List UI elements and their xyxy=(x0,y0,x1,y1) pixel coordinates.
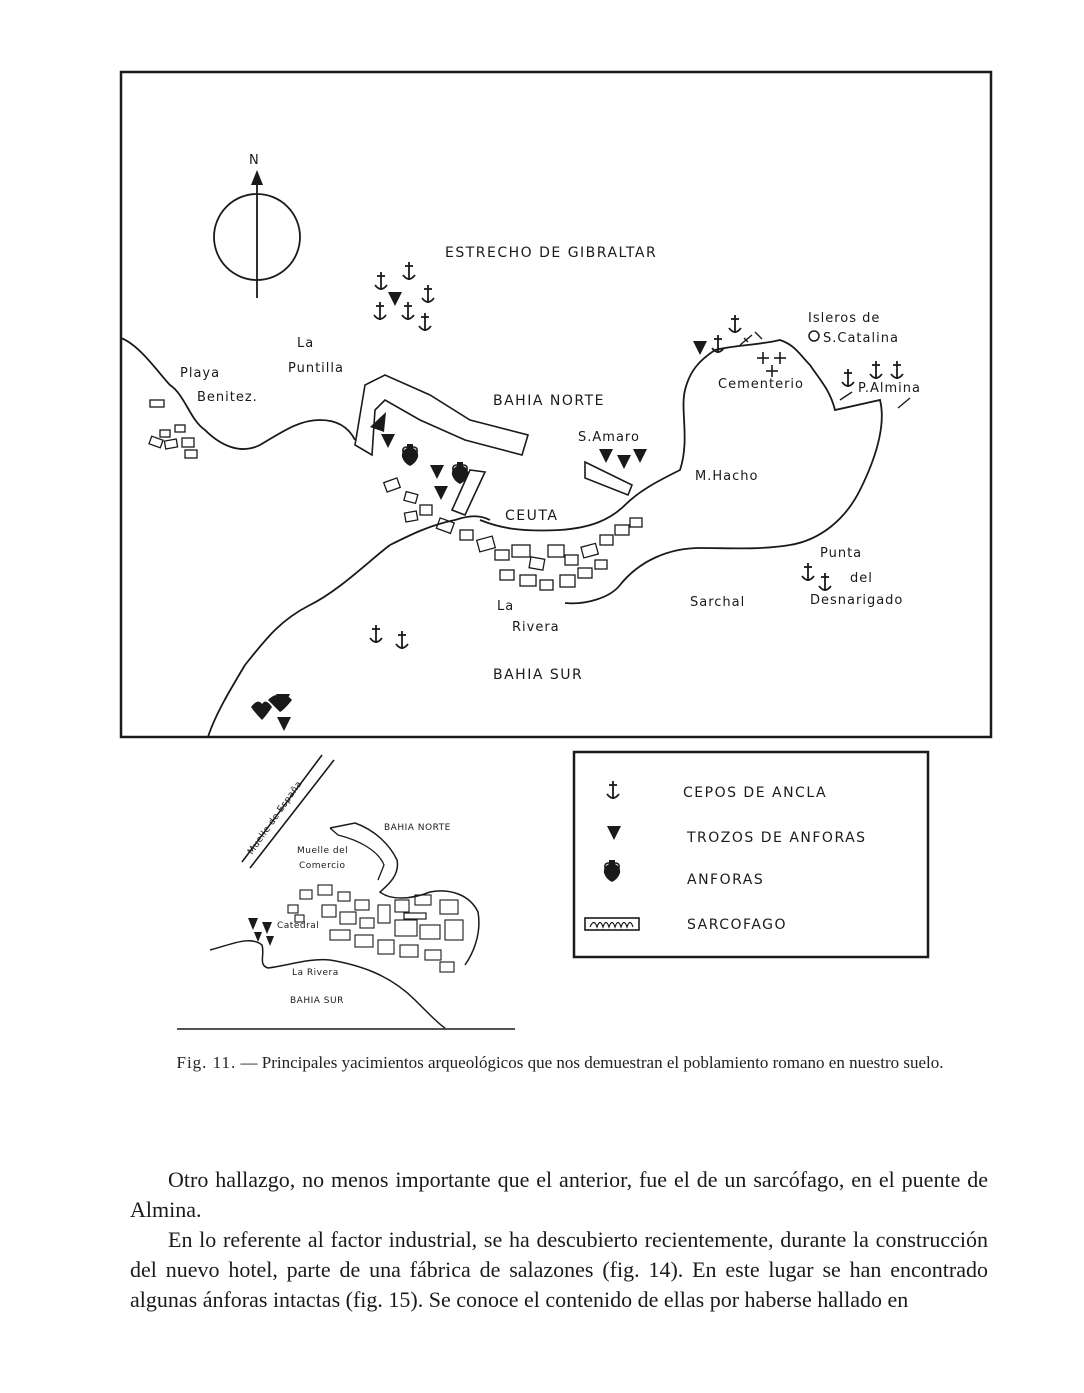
amphora-fragment-icon xyxy=(434,486,448,500)
caption-dash: — xyxy=(240,1053,258,1072)
strait-label: ESTRECHO DE GIBRALTAR xyxy=(445,245,657,261)
city-blocks xyxy=(148,399,643,591)
rivera-la-label: La xyxy=(497,599,514,614)
palmina-label: P.Almina xyxy=(858,381,921,396)
amphora-fragment-icon xyxy=(370,412,386,432)
map-border xyxy=(119,70,993,739)
legend-label-fragments: TROZOS DE ANFORAS xyxy=(686,830,867,846)
amphora-fragment-icon xyxy=(633,449,647,463)
muelle-espana-label: Muelle de España xyxy=(246,779,304,856)
inset-map: Muelle de España BAHIA NORTE Muelle del … xyxy=(177,754,515,1030)
samaro-pier xyxy=(584,460,634,497)
legend-amphora-icon xyxy=(603,859,621,883)
anchor-icon xyxy=(373,301,387,321)
map-figure: N xyxy=(119,70,993,1030)
amphora-fragment-icon xyxy=(381,434,395,448)
anchor-icon xyxy=(890,360,904,380)
puntilla-label: Puntilla xyxy=(288,361,344,376)
islet-icon xyxy=(808,330,820,342)
anchor-icon xyxy=(374,271,388,291)
legend-label-sarcophagus: SARCOFAGO xyxy=(687,917,787,933)
sarchal-label: Sarchal xyxy=(690,595,745,610)
figure-caption: Fig. 11. — Principales yacimientos arque… xyxy=(130,1053,990,1073)
amphora-icon xyxy=(268,695,292,712)
anchor-icon xyxy=(739,331,911,409)
anchor-icon xyxy=(401,301,415,321)
anchor-icon xyxy=(801,562,815,582)
body-text: Otro hallazgo, no menos importante que e… xyxy=(130,1165,988,1315)
anchor-icon xyxy=(369,624,383,644)
catalina-label: S.Catalina xyxy=(823,331,899,346)
anchor-icon xyxy=(728,314,742,334)
legend-label-amphorae: ANFORAS xyxy=(687,872,764,888)
amphora-fragment-icon xyxy=(693,341,707,355)
samaro-label: S.Amaro xyxy=(578,430,640,445)
legend-sarcophagus-icon xyxy=(584,917,640,931)
la-label: La xyxy=(297,336,314,351)
compass-icon: N xyxy=(213,153,301,298)
anchor-icon xyxy=(418,312,432,332)
inset-bahia-sur-label: BAHIA SUR xyxy=(290,996,344,1006)
amphora-fragment-icon xyxy=(277,717,291,731)
legend-fragment-icon xyxy=(607,826,621,840)
desnarigado-label: Desnarigado xyxy=(810,593,903,608)
coastline xyxy=(120,337,883,738)
anchor-icon xyxy=(421,284,435,304)
figure-number: Fig. 11. xyxy=(176,1053,237,1072)
benitez-label: Benitez. xyxy=(197,390,258,405)
cementerio-label: Cementerio xyxy=(718,377,804,392)
caption-text: Principales yacimientos arqueológicos qu… xyxy=(261,1053,944,1072)
ceuta-pier xyxy=(450,469,487,517)
catedral-label: Catedral xyxy=(277,921,319,931)
anchor-icon xyxy=(841,368,855,388)
amphora-fragment-icon xyxy=(617,455,631,469)
inset-bahia-norte-label: BAHIA NORTE xyxy=(384,823,451,833)
isleros-label: Isleros de xyxy=(808,311,880,326)
paragraph: Otro hallazgo, no menos importante que e… xyxy=(130,1167,988,1222)
city-label: CEUTA xyxy=(505,508,558,524)
anchor-icon xyxy=(869,360,883,380)
del-label: del xyxy=(850,571,873,586)
inset-rivera-label: La Rivera xyxy=(292,968,339,978)
legend-anchor-icon xyxy=(606,780,620,800)
hacho-label: M.Hacho xyxy=(695,469,758,484)
amphora-icon xyxy=(401,443,419,467)
muelle-comercio-label-1: Muelle del xyxy=(297,846,348,856)
muelle-comercio-label-2: Comercio xyxy=(299,861,346,871)
rivera-label: Rivera xyxy=(512,620,560,635)
cemetery-cross-icon xyxy=(757,352,786,377)
bay-south-label: BAHIA SUR xyxy=(493,667,583,683)
bay-north-label: BAHIA NORTE xyxy=(493,393,605,409)
amphora-icon xyxy=(251,701,272,720)
anchor-icon xyxy=(818,572,832,592)
amphora-fragment-icon xyxy=(599,449,613,463)
legend: CEPOS DE ANCLA TROZOS DE ANFORAS ANFORAS… xyxy=(572,750,930,959)
amphora-fragment-icon xyxy=(388,292,402,306)
anchor-icon xyxy=(711,334,725,354)
paragraph: En lo referente al factor industrial, se… xyxy=(130,1227,988,1312)
anchor-icon xyxy=(402,261,416,281)
amphora-fragment-icon xyxy=(430,465,444,479)
playa-label: Playa xyxy=(180,366,220,381)
legend-label-anchors: CEPOS DE ANCLA xyxy=(683,785,827,801)
punta-label: Punta xyxy=(820,546,862,561)
anchor-icon xyxy=(395,630,409,650)
north-label: N xyxy=(249,153,259,168)
north-breakwater xyxy=(354,374,530,457)
